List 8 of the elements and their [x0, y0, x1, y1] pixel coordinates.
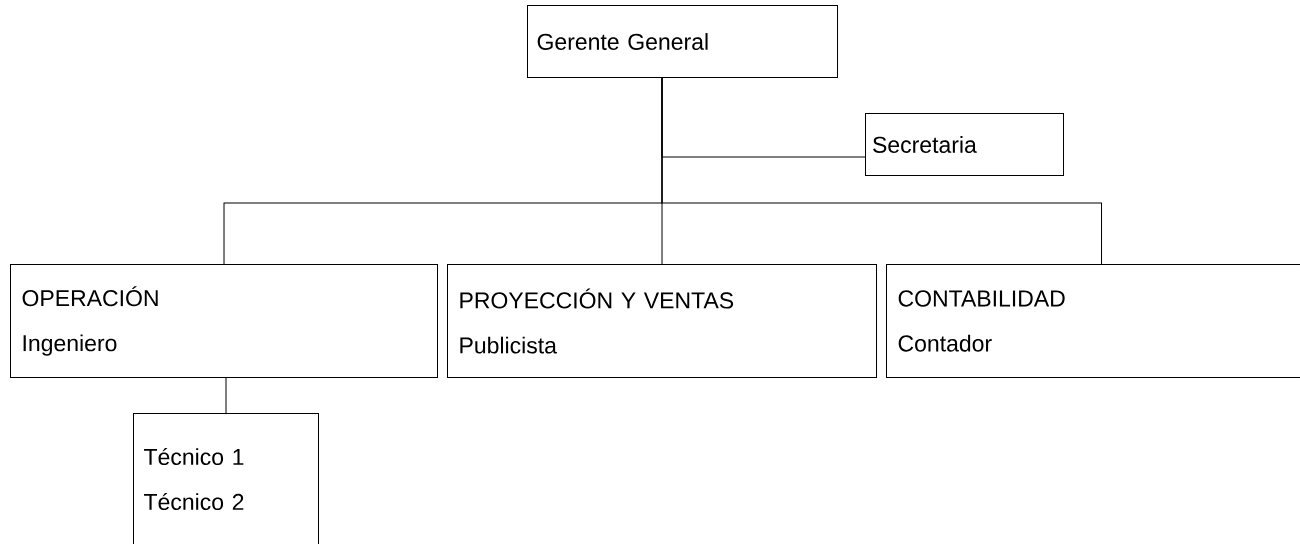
connector-line — [225, 377, 227, 414]
org-box: Técnico 1 Técnico 2 — [133, 413, 319, 544]
org-box: PROYECCIÓN Y VENTAS Publicista — [447, 264, 877, 378]
org-box: Gerente General — [527, 5, 838, 78]
org-box: OPERACIÓN Ingeniero — [10, 264, 438, 378]
org-box: CONTABILIDAD Contador — [886, 264, 1300, 378]
org-box: Secretaria — [865, 113, 1064, 176]
connector-line — [661, 77, 1102, 265]
